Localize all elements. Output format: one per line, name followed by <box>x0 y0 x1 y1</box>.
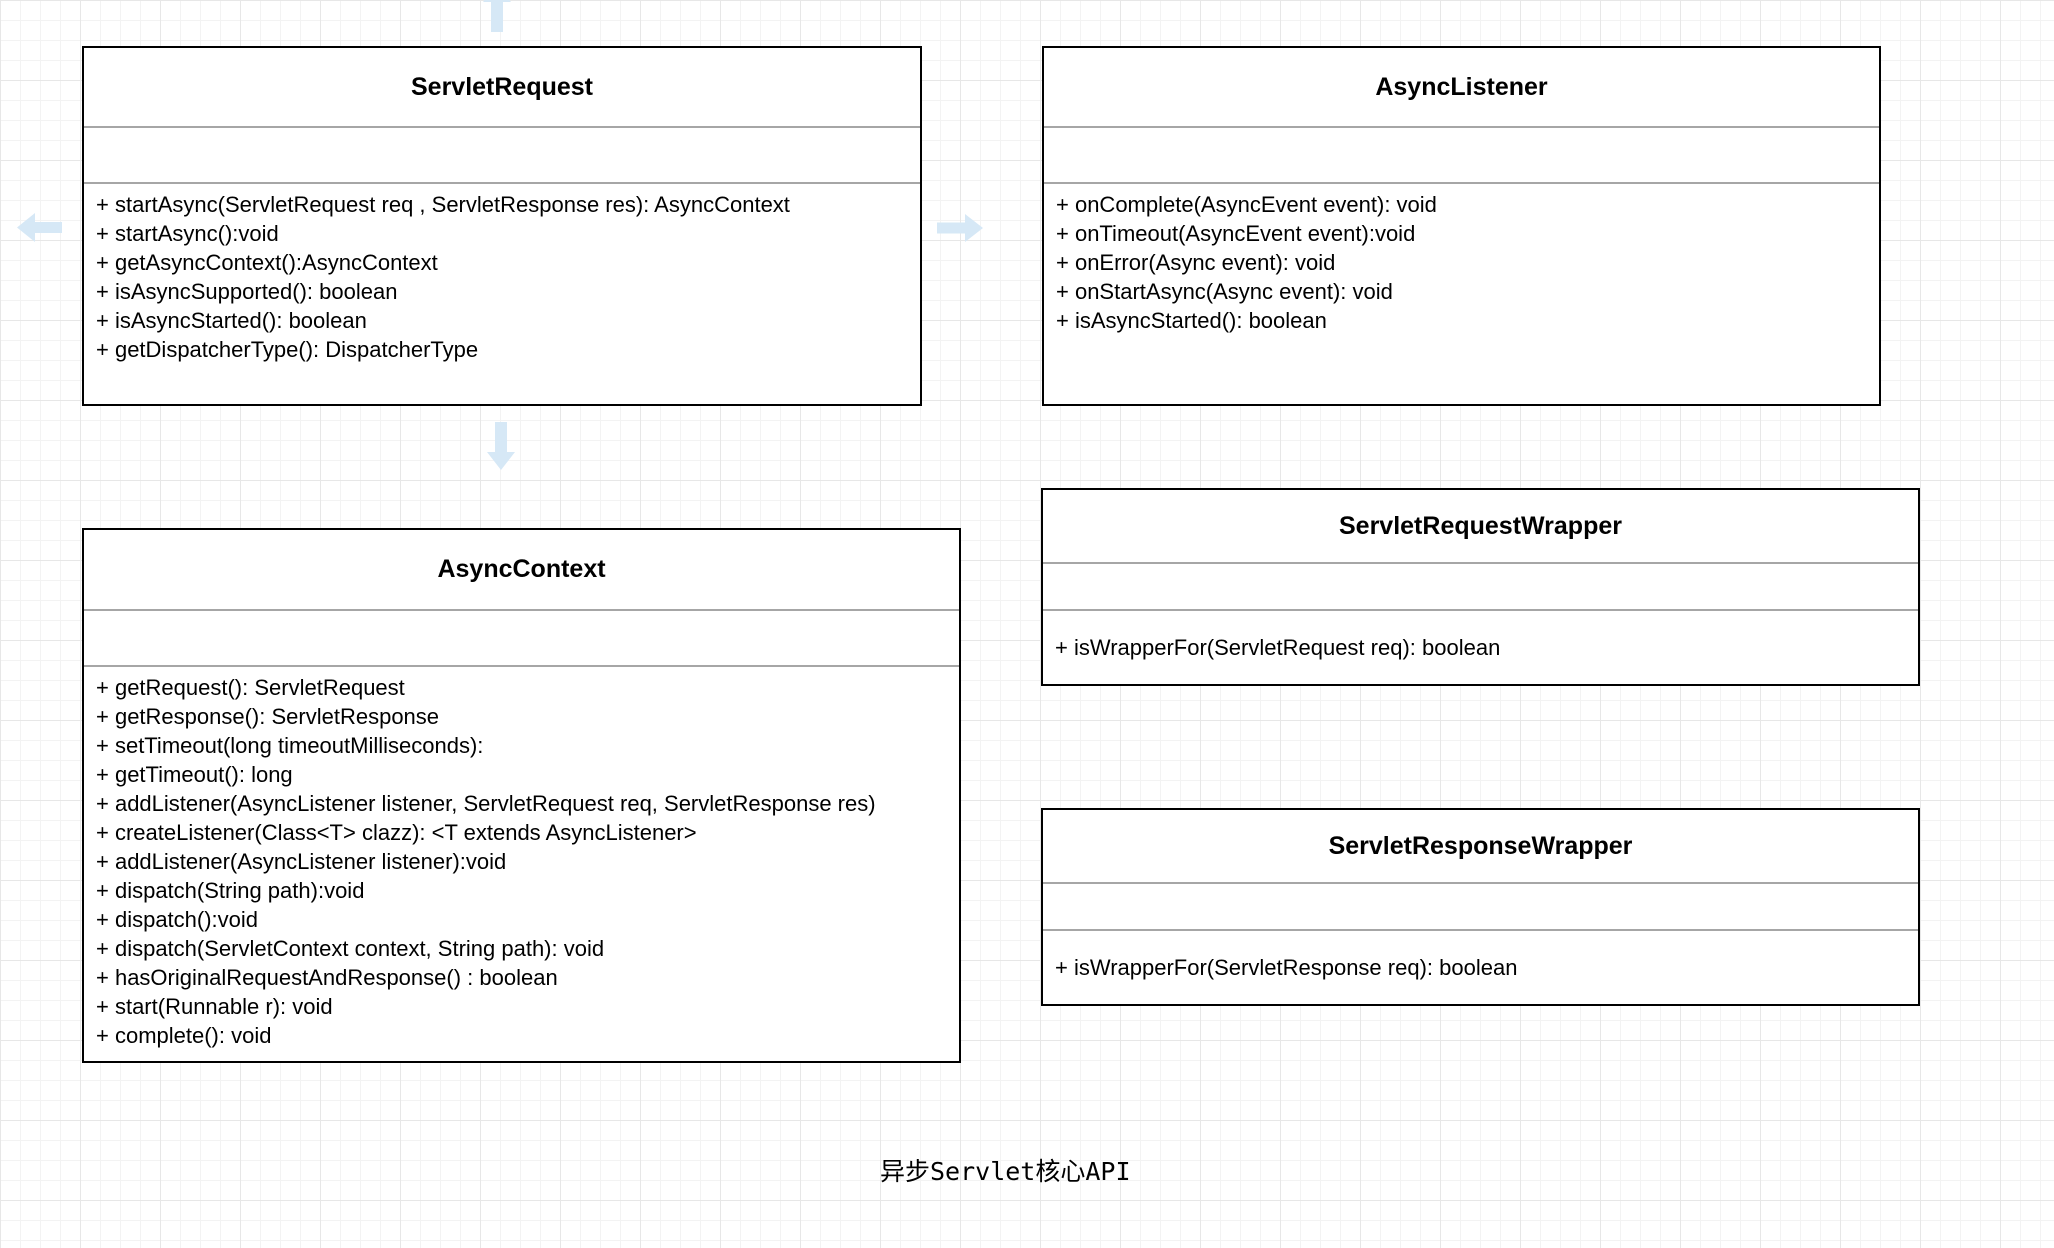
method-line: + getRequest(): ServletRequest <box>96 675 405 700</box>
method-line: + onTimeout(AsyncEvent event):void <box>1056 221 1416 246</box>
class-attributes-empty <box>1043 562 1918 609</box>
class-attributes-empty <box>84 609 959 665</box>
class-box-servlet-request-wrapper[interactable]: ServletRequestWrapper + isWrapperFor(Ser… <box>1041 488 1920 686</box>
diagram-caption: 异步Servlet核心API <box>880 1157 1131 1186</box>
arrow-down-icon[interactable] <box>487 422 515 470</box>
class-methods: + startAsync(ServletRequest req , Servle… <box>84 182 920 404</box>
method-line: + start(Runnable r): void <box>96 994 333 1019</box>
class-box-async-listener[interactable]: AsyncListener + onComplete(AsyncEvent ev… <box>1042 46 1881 406</box>
class-box-async-context[interactable]: AsyncContext + getRequest(): ServletRequ… <box>82 528 961 1063</box>
method-line: + isAsyncStarted(): boolean <box>96 308 367 333</box>
arrow-left-icon[interactable] <box>17 213 62 242</box>
arrow-up-clipped-icon[interactable] <box>483 0 511 32</box>
class-attributes-empty <box>84 126 920 182</box>
class-title: ServletRequestWrapper <box>1339 511 1622 540</box>
class-title: ServletRequest <box>410 72 594 101</box>
arrow-right-icon[interactable] <box>937 214 983 242</box>
method-line: + dispatch(ServletContext context, Strin… <box>96 936 605 961</box>
method-line: + getResponse(): ServletResponse <box>96 704 440 729</box>
method-line: + startAsync():void <box>96 221 279 246</box>
class-methods: + getRequest(): ServletRequest + getRespo… <box>84 665 959 1061</box>
method-line: + setTimeout(long timeoutMilliseconds): <box>96 733 484 758</box>
class-title: AsyncListener <box>1375 72 1548 101</box>
method-line: + isWrapperFor(ServletRequest req): bool… <box>1055 635 1501 660</box>
class-box-servlet-request[interactable]: ServletRequest + startAsync(ServletReque… <box>82 46 922 406</box>
method-line: + hasOriginalRequestAndResponse() : bool… <box>96 965 558 990</box>
method-line: + getAsyncContext():AsyncContext <box>96 250 438 275</box>
class-title: ServletResponseWrapper <box>1328 831 1633 860</box>
class-attributes-empty <box>1044 126 1879 182</box>
method-line: + getTimeout(): long <box>96 762 293 787</box>
method-line: + createListener(Class<T> clazz): <T ext… <box>96 820 697 845</box>
class-methods: + isWrapperFor(ServletResponse req): boo… <box>1043 929 1918 1004</box>
method-line: + getDispatcherType(): DispatcherType <box>96 337 479 362</box>
method-line: + startAsync(ServletRequest req , Servle… <box>96 192 790 217</box>
method-line: + addListener(AsyncListener listener):vo… <box>96 849 507 874</box>
method-line: + isAsyncSupported(): boolean <box>96 279 398 304</box>
method-line: + dispatch(String path):void <box>96 878 365 903</box>
class-title: AsyncContext <box>437 555 606 583</box>
method-line: + onComplete(AsyncEvent event): void <box>1056 192 1437 217</box>
method-line: + onError(Async event): void <box>1056 250 1336 275</box>
method-line: + dispatch():void <box>96 907 259 932</box>
method-line: + isAsyncStarted(): boolean <box>1056 308 1327 333</box>
class-attributes-empty <box>1043 882 1918 929</box>
class-methods: + isWrapperFor(ServletRequest req): bool… <box>1043 609 1918 684</box>
class-methods: + onComplete(AsyncEvent event): void + on… <box>1044 182 1879 404</box>
method-line: + addListener(AsyncListener listener, Se… <box>96 791 876 816</box>
class-box-servlet-response-wrapper[interactable]: ServletResponseWrapper + isWrapperFor(Se… <box>1041 808 1920 1006</box>
method-line: + isWrapperFor(ServletResponse req): boo… <box>1055 955 1518 980</box>
method-line: + complete(): void <box>96 1023 272 1048</box>
method-line: + onStartAsync(Async event): void <box>1056 279 1393 304</box>
